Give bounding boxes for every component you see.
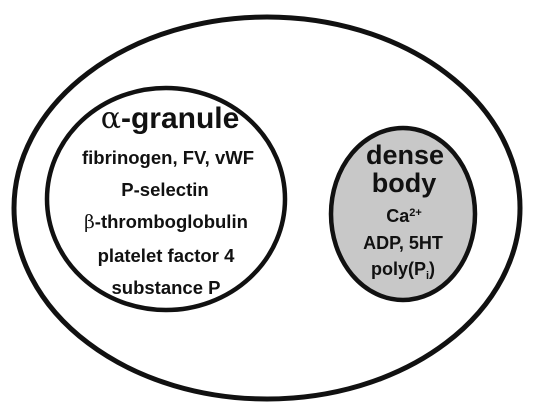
alpha-symbol: α: [100, 101, 121, 136]
p-selectin-label: P-selectin: [121, 179, 209, 200]
calcium-label: Ca2+: [386, 207, 422, 225]
dense-body-title-line2: body: [371, 168, 437, 198]
adp-5ht-label: ADP, 5HT: [363, 233, 443, 253]
poly-suffix: ): [429, 259, 436, 279]
dense-body-title-line1: dense: [365, 140, 445, 170]
alpha-granule-circle: [44, 85, 288, 313]
platelet-factor-4-label: platelet factor 4: [97, 245, 235, 266]
alpha-granule-title: α-granule: [101, 104, 240, 134]
beta-thromboglobulin-label: β-thromboglobulin: [84, 211, 248, 233]
dense-body-circle: [328, 125, 478, 303]
substance-p-label: substance P: [111, 277, 221, 298]
polyphosphate-label: poly(Pi): [370, 259, 436, 281]
calcium-base: Ca: [386, 206, 410, 226]
beta-thromboglobulin-text: -thromboglobulin: [94, 211, 248, 232]
beta-symbol: β: [84, 212, 95, 233]
alpha-granule-title-text: -granule: [120, 102, 240, 135]
fibrinogen-label: fibrinogen, FV, vWF: [82, 147, 254, 168]
poly-prefix: poly(P: [370, 259, 426, 279]
poly-subscript: i: [425, 269, 430, 282]
calcium-charge: 2+: [409, 206, 422, 219]
